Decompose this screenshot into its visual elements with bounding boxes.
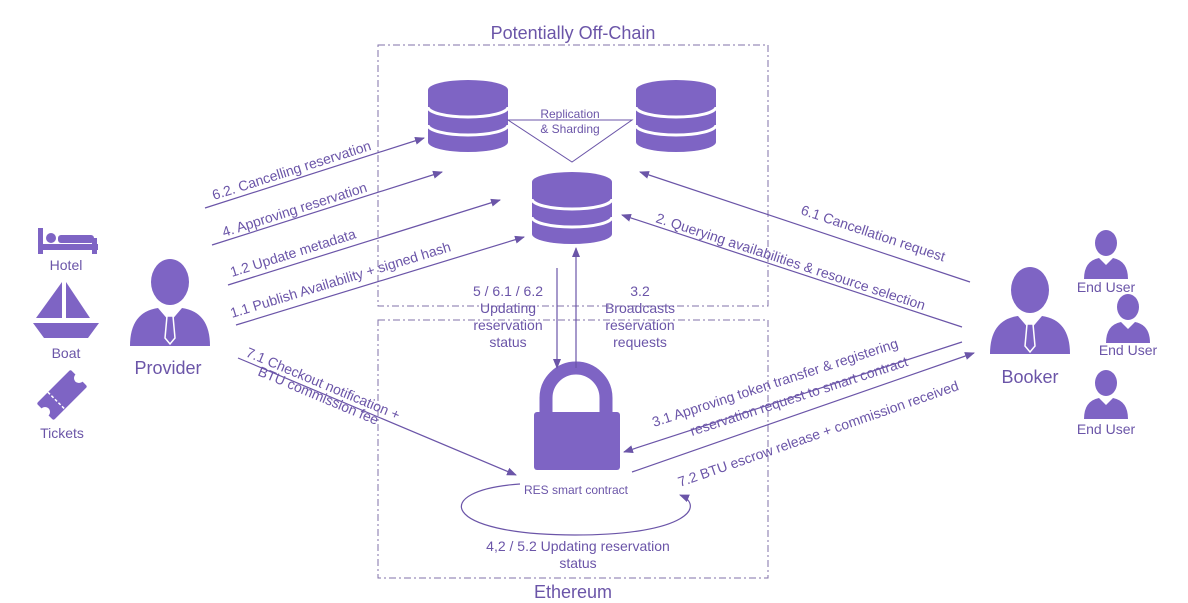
ethereum-region [377, 319, 769, 579]
arrow-4 [211, 170, 443, 246]
arrow-7-1 [237, 357, 517, 476]
ticket-icon [37, 370, 87, 420]
hotel-label: Hotel [50, 257, 83, 273]
loop-label-2: status [559, 555, 596, 571]
flow-5-label-4: status [489, 334, 526, 350]
person-icon [1106, 294, 1150, 343]
person-icon [129, 258, 211, 347]
arrow-1-1 [235, 235, 525, 326]
database-icon [426, 78, 510, 154]
person-icon [1084, 230, 1128, 279]
flow-3-2-label-3: reservation [605, 317, 674, 333]
boat-label: Boat [52, 345, 81, 361]
arrow-6-1 [639, 171, 971, 283]
flow-6-1-label: 6.1 Cancellation request [799, 202, 947, 265]
arrow-7-2 [631, 352, 975, 473]
arrow-1-2 [227, 198, 501, 286]
arrow-6-2 [204, 136, 425, 209]
arrow-2 [621, 214, 963, 328]
replication-connector [506, 119, 634, 163]
tickets-label: Tickets [40, 425, 84, 441]
replication-label: Replication [540, 107, 599, 121]
booker-label: Booker [1001, 367, 1058, 387]
flow-5-label-1: 5 / 6.1 / 6.2 [473, 283, 543, 299]
offchain-region [377, 44, 769, 307]
flow-2-label: 2. Querying availabilities & resource se… [654, 210, 927, 313]
bed-icon [38, 228, 98, 254]
end-user-label-1: End User [1077, 279, 1136, 295]
loop-arrow [460, 483, 691, 536]
offchain-title: Potentially Off-Chain [491, 23, 656, 43]
loop-label-1: 4,2 / 5.2 Updating reservation [486, 538, 670, 554]
flow-5-label-3: reservation [473, 317, 542, 333]
provider-label: Provider [134, 358, 201, 378]
flow-3-2-label-2: Broadcasts [605, 300, 675, 316]
smart-contract-label: RES smart contract [524, 483, 629, 497]
person-icon [989, 266, 1071, 355]
flow-1-1-label: 1.1 Publish Availability + signed hash [228, 238, 452, 320]
padlock-icon [534, 361, 620, 470]
ethereum-title: Ethereum [534, 582, 612, 602]
end-user-label-2: End User [1099, 342, 1158, 358]
flow-5-label-2: Updating [480, 300, 536, 316]
database-icon [634, 78, 718, 154]
database-icon [530, 170, 614, 246]
sailboat-icon [33, 282, 99, 338]
end-user-label-3: End User [1077, 421, 1136, 437]
sharding-label: & Sharding [540, 122, 599, 136]
flow-3-2-label-1: 3.2 [630, 283, 650, 299]
arrow-3-1 [623, 341, 963, 454]
flow-3-2-label-4: requests [613, 334, 667, 350]
person-icon [1084, 370, 1128, 419]
